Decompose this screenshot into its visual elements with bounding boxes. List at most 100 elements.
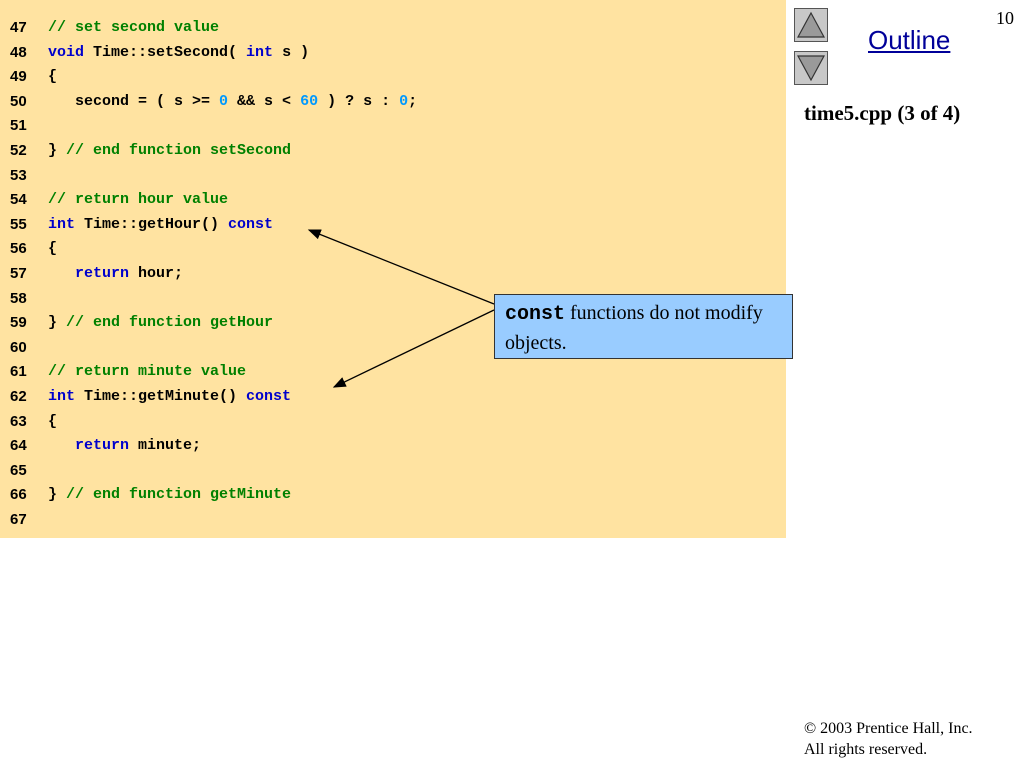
code-token: Time::setSecond(: [84, 43, 247, 61]
code-line: 56 {: [0, 240, 786, 265]
code-comment: // end function getMinute: [66, 486, 292, 504]
code-text: return minute;: [48, 437, 201, 454]
callout-box: const functions do not modify objects.: [494, 294, 793, 359]
code-text: int Time::getMinute() const: [48, 388, 291, 405]
page-number: 10: [996, 8, 1014, 28]
code-token: }: [48, 314, 67, 332]
code-text: second = ( s >= 0 && s < 60 ) ? s : 0;: [48, 93, 417, 110]
callout-keyword: const: [505, 303, 566, 326]
next-slide-button[interactable]: [794, 51, 828, 85]
code-number: 0: [399, 92, 409, 110]
code-line: 50 second = ( s >= 0 && s < 60 ) ? s : 0…: [0, 93, 786, 118]
triangle-down-icon: [795, 52, 827, 84]
line-number: 49: [10, 68, 27, 86]
line-number: 59: [10, 314, 27, 332]
copyright-footer: © 2003 Prentice Hall, Inc. All rights re…: [804, 718, 973, 760]
code-keyword: const: [246, 388, 292, 405]
line-number: 55: [10, 215, 27, 233]
code-token: [48, 265, 75, 282]
line-number: 53: [10, 166, 27, 184]
line-number: 47: [10, 19, 27, 36]
code-line: 51: [0, 117, 786, 142]
code-line: 55 int Time::getHour() const: [0, 216, 786, 241]
line-number: 57: [10, 265, 27, 282]
code-keyword: void: [48, 43, 85, 61]
code-token: {: [48, 240, 58, 258]
line-number: 67: [10, 511, 27, 528]
code-line: 47 // set second value: [0, 19, 786, 44]
code-line: 52 } // end function setSecond: [0, 142, 786, 167]
line-number: 52: [10, 142, 27, 159]
line-number: 65: [10, 461, 27, 479]
code-token: s ): [273, 43, 310, 61]
code-token: minute;: [129, 437, 202, 455]
code-token: Time::getMinute(): [75, 388, 247, 405]
code-comment: // return hour value: [48, 191, 229, 209]
code-text: } // end function getHour: [48, 314, 273, 331]
copyright-line: 2003 Prentice Hall, Inc.: [816, 720, 973, 737]
line-number: 51: [10, 117, 27, 135]
code-text: } // end function setSecond: [48, 142, 291, 159]
code-token: second = ( s >=: [48, 92, 220, 110]
code-token: ) ? s :: [318, 92, 400, 110]
code-line: 64 return minute;: [0, 437, 786, 462]
line-number: 62: [10, 388, 27, 405]
code-text: return hour;: [48, 265, 183, 282]
copyright-symbol: ©: [804, 720, 817, 737]
code-keyword: int: [48, 215, 76, 233]
line-number: 63: [10, 412, 27, 430]
code-keyword: return: [75, 437, 130, 455]
code-comment: // return minute value: [48, 363, 247, 381]
code-text: void Time::setSecond( int s ): [48, 44, 309, 61]
code-text: {: [48, 413, 57, 430]
code-token: ;: [408, 92, 418, 110]
code-comment: // end function setSecond: [66, 142, 292, 159]
code-text: // set second value: [48, 19, 219, 36]
code-text: {: [48, 240, 57, 257]
code-line: 49 {: [0, 68, 786, 93]
code-line: 59} // end function getHour: [0, 314, 786, 339]
code-token: {: [48, 68, 58, 86]
code-line: 67: [0, 511, 786, 536]
line-number: 56: [10, 240, 27, 258]
code-text: // return minute value: [48, 363, 246, 380]
code-token: hour;: [129, 265, 184, 282]
code-text: {: [48, 68, 57, 85]
callout-text: functions do not modify objects.: [505, 302, 763, 354]
code-text: int Time::getHour() const: [48, 216, 273, 233]
code-comment: // end function getHour: [66, 314, 274, 332]
line-number: 64: [10, 437, 27, 455]
code-line: 53: [0, 167, 786, 192]
code-line: 58: [0, 290, 786, 315]
code-line: 63 {: [0, 413, 786, 438]
code-comment: // set second value: [48, 19, 220, 36]
line-number: 66: [10, 486, 27, 504]
code-keyword: int: [246, 43, 274, 61]
code-number: 60: [300, 92, 319, 110]
code-keyword: const: [228, 215, 274, 233]
code-line: 65: [0, 462, 786, 487]
code-line: 61 // return minute value: [0, 363, 786, 388]
line-number: 58: [10, 289, 27, 307]
line-number: 60: [10, 338, 27, 356]
line-number: 50: [10, 92, 27, 110]
triangle-up-icon: [795, 9, 827, 41]
code-text: } // end function getMinute: [48, 486, 291, 503]
code-token: && s <: [228, 92, 301, 110]
code-token: [48, 437, 75, 454]
code-number: 0: [219, 92, 229, 110]
code-line: 54 // return hour value: [0, 191, 786, 216]
code-token: Time::getHour(): [75, 215, 229, 233]
code-token: {: [48, 412, 58, 430]
line-number: 54: [10, 191, 27, 209]
code-line: 60: [0, 339, 786, 364]
code-text: // return hour value: [48, 191, 228, 208]
previous-slide-button[interactable]: [794, 8, 828, 42]
code-token: }: [48, 486, 67, 504]
code-keyword: return: [75, 265, 130, 282]
outline-link[interactable]: Outline: [868, 25, 951, 55]
code-line: 57 return hour;: [0, 265, 786, 290]
line-number: 61: [10, 363, 27, 381]
